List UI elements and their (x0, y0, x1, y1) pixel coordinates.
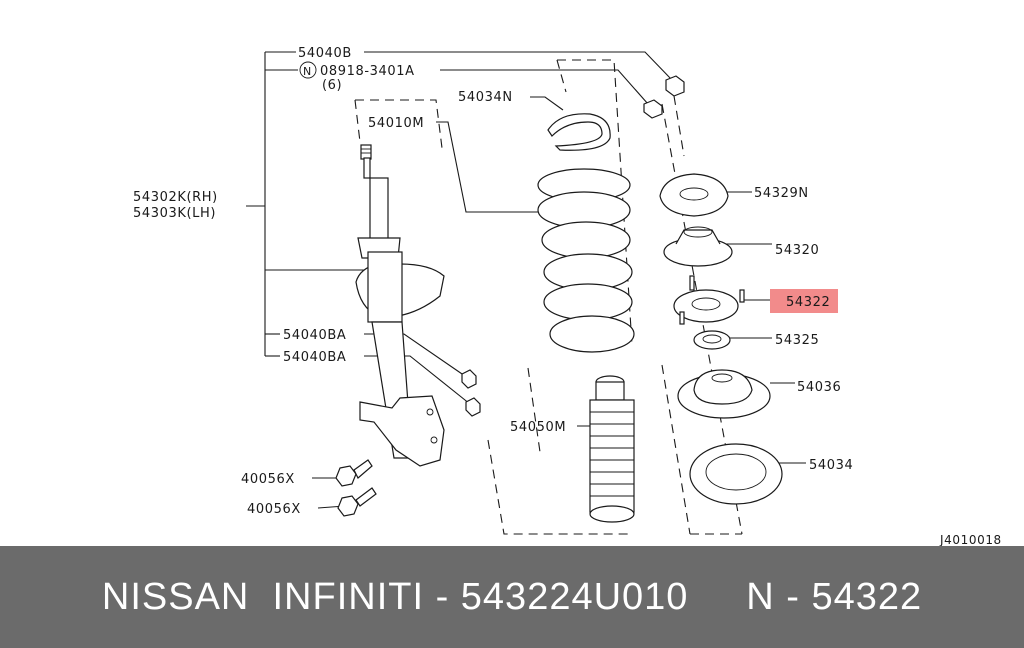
label-ring: 54034N (458, 90, 513, 105)
ring-part (547, 113, 611, 151)
leader-lines (246, 51, 806, 509)
label-bolt-ba-2: 54040BA (283, 350, 346, 365)
n-marker-circle (299, 61, 317, 79)
label-spring: 54010M (368, 116, 424, 131)
label-bolt-ba-1: 54040BA (283, 328, 346, 343)
label-boot: 54050M (510, 420, 566, 435)
label-bolt-x-2: 40056X (247, 502, 301, 517)
label-mount: 54322 (786, 295, 830, 310)
label-nut-prefix: N (303, 65, 312, 78)
label-spacer: 54325 (775, 333, 819, 348)
label-bearing: 54320 (775, 243, 819, 258)
label-strut-rh: 54302K(RH) (133, 190, 218, 205)
label-strut-lh: 54303K(LH) (133, 206, 216, 221)
parts-diagram: 54040B N 08918-3401A (6) 54034N 54010M 5… (133, 46, 1002, 546)
fasteners (335, 75, 685, 517)
strut-assembly (355, 144, 445, 467)
part-number-banner: NISSAN INFINITI - 543224U010 N - 54322 (0, 546, 1024, 648)
label-seat: 54036 (797, 380, 841, 395)
label-nut-qty: (6) (322, 78, 342, 93)
mount-parts (659, 173, 783, 505)
dust-boot (589, 375, 635, 523)
part-labels: 54040B N 08918-3401A (6) 54034N 54010M 5… (133, 46, 1002, 546)
banner-text: NISSAN INFINITI - 543224U010 N - 54322 (101, 575, 923, 618)
label-bolt-top: 54040B (298, 46, 352, 61)
coil-spring (537, 168, 635, 353)
label-upper-plate: 54329N (754, 186, 809, 201)
label-bolt-x-1: 40056X (241, 472, 295, 487)
highlight-box (770, 289, 838, 313)
label-drawing-id: J4010018 (939, 533, 1002, 546)
label-nut-code: 08918-3401A (320, 64, 415, 79)
label-insulator: 54034 (809, 458, 853, 473)
